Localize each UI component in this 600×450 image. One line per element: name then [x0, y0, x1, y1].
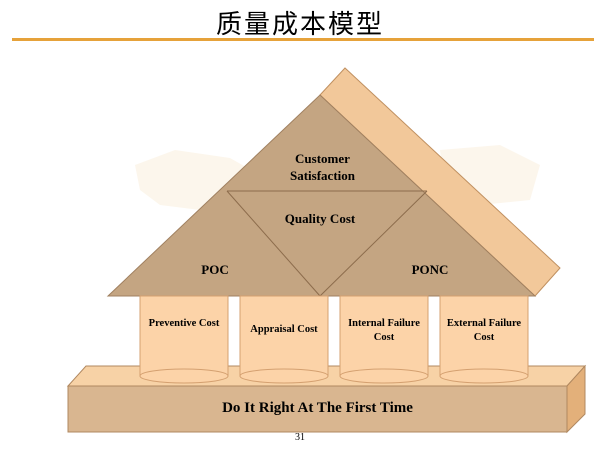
roof-line-left	[226, 190, 321, 297]
pillar-2	[239, 295, 329, 384]
label-internal-failure-cost: Internal Failure Cost	[348, 318, 420, 343]
roof-line-right	[319, 190, 428, 297]
label-external-failure-cost: External Failure Cost	[446, 318, 522, 343]
label-quality-cost: Quality Cost	[284, 211, 356, 226]
slide-title: 质量成本模型	[215, 10, 384, 40]
pillar-4	[439, 295, 529, 384]
label-preventive-cost: Preventive Cost	[148, 318, 220, 329]
label-ponc: PONC	[411, 262, 449, 277]
title-underline	[12, 38, 594, 41]
label-base: Do It Right At The First Time	[222, 400, 413, 416]
base-front	[67, 385, 568, 433]
label-customer-satisfaction: Customer Satisfaction	[290, 151, 355, 183]
label-appraisal-cost: Appraisal Cost	[250, 324, 318, 335]
label-poc: POC	[201, 262, 229, 277]
pillar-1	[139, 295, 229, 384]
page-number: 31	[295, 432, 305, 443]
pillar-3	[339, 295, 429, 384]
